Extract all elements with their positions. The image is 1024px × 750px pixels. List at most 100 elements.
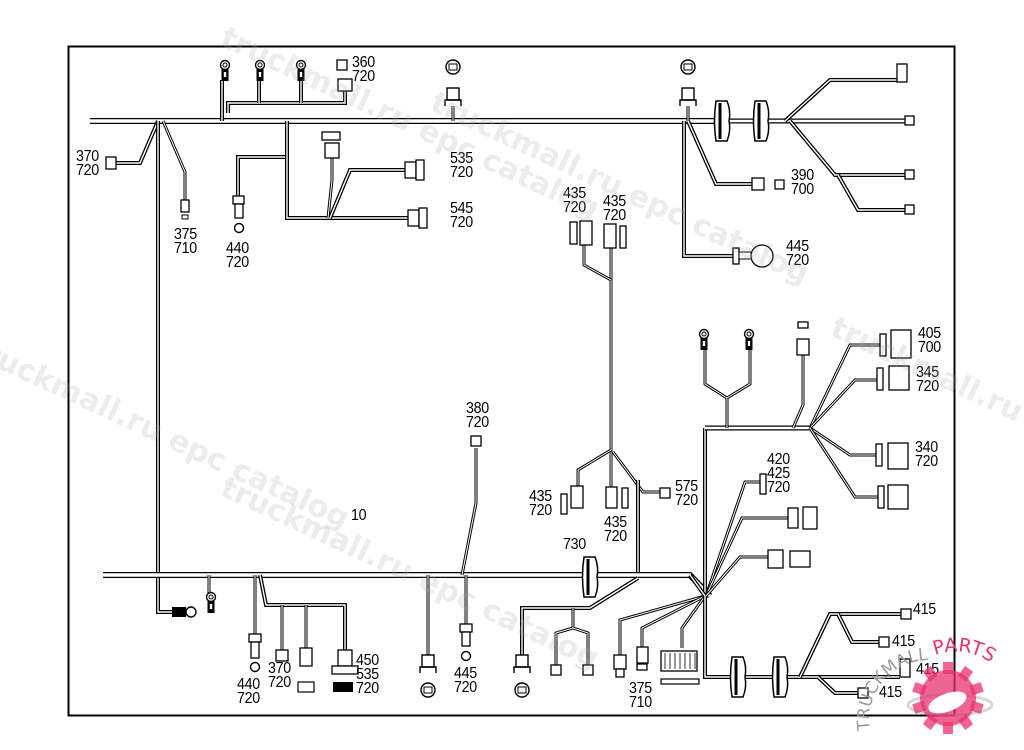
connector-plug — [613, 654, 627, 670]
connector-445-bot-body — [461, 631, 471, 647]
connector-440-bot — [248, 633, 262, 643]
wire-core — [687, 120, 752, 185]
o-ring — [249, 661, 261, 673]
callout-415-d: 415 — [879, 684, 902, 701]
wire-core — [809, 344, 880, 429]
wire-core — [704, 428, 735, 678]
wire-core — [329, 169, 405, 219]
connector-375-bot-mate — [636, 663, 648, 671]
plug-connector — [444, 87, 462, 106]
ring-terminal — [743, 328, 755, 350]
plug-connector — [513, 654, 531, 673]
connector-435-b-lock — [619, 225, 627, 249]
connector-435-c-lock — [560, 493, 568, 515]
bulb — [750, 244, 774, 268]
wire-core — [555, 608, 574, 665]
diagram-frame — [67, 45, 956, 717]
wire-core — [162, 120, 186, 200]
connector-mid-a — [787, 507, 799, 529]
connector-535 — [404, 161, 417, 179]
bottom-main-harness-core — [103, 573, 712, 598]
wire-core — [789, 120, 905, 176]
callout-415-c: 415 — [916, 661, 939, 678]
o-ring — [233, 222, 245, 234]
connector-square — [550, 664, 562, 676]
connector-445-bot — [459, 623, 473, 633]
wire-core — [817, 676, 858, 694]
wire — [680, 595, 707, 648]
module-connector — [660, 650, 698, 672]
wire-core — [705, 556, 768, 597]
wire — [836, 613, 879, 644]
ring-terminal — [295, 59, 307, 81]
connector-340 — [887, 442, 909, 470]
connector-sensor-top — [797, 321, 809, 329]
module-strip — [660, 678, 700, 685]
connector-405-lock — [879, 333, 887, 357]
ring-terminal — [219, 59, 231, 81]
connector-square — [900, 608, 912, 620]
connector-435-a — [579, 220, 593, 246]
connector-square — [857, 687, 869, 699]
wire — [618, 594, 706, 655]
wire-core — [681, 595, 706, 648]
connector-top-right — [896, 63, 908, 83]
connector-450-mate — [333, 682, 353, 692]
o-ring — [460, 650, 472, 662]
wire — [236, 121, 289, 196]
wire — [726, 347, 752, 400]
connector-380 — [470, 435, 482, 447]
connector-square — [904, 115, 915, 126]
connector-bot-b-mate — [297, 681, 315, 693]
connector-360-mate — [336, 59, 348, 71]
round-socket — [420, 682, 436, 698]
connector-relay — [324, 142, 340, 159]
callout-415-a: 415 — [913, 601, 936, 618]
wire — [572, 626, 590, 665]
relay-top — [321, 131, 341, 141]
callout-730: 730 — [563, 536, 586, 553]
wire-core — [837, 613, 879, 643]
connector-435-d-lock — [621, 487, 629, 509]
connector-390 — [751, 177, 765, 191]
connector-345-lock — [876, 367, 884, 391]
terminal-lug — [172, 607, 186, 617]
grommet — [729, 656, 747, 698]
wire — [816, 675, 858, 695]
wire-core — [641, 595, 706, 648]
connector-square — [582, 664, 594, 676]
connector-450 — [337, 649, 353, 667]
wire — [156, 575, 172, 614]
wire-core — [705, 517, 788, 597]
wire — [576, 448, 612, 486]
connector-sensor — [796, 338, 810, 356]
connector-square — [878, 636, 890, 648]
callout-10: 10 — [351, 507, 367, 524]
ring-eye — [185, 606, 197, 618]
connector-440-top — [232, 195, 245, 205]
connector-unlabeled — [887, 484, 909, 510]
connector-360 — [337, 78, 353, 92]
wire-core — [689, 574, 706, 597]
connector-square — [904, 204, 915, 215]
connector-mid-b-mate — [789, 550, 811, 568]
connector-405 — [890, 329, 912, 359]
connector-535-b — [415, 159, 425, 181]
bulb-socket — [732, 247, 740, 265]
wire-core — [327, 158, 333, 219]
connector-mid-b — [767, 549, 784, 569]
wire-core — [115, 120, 159, 164]
grommet — [752, 100, 770, 142]
wire-core — [809, 427, 877, 456]
